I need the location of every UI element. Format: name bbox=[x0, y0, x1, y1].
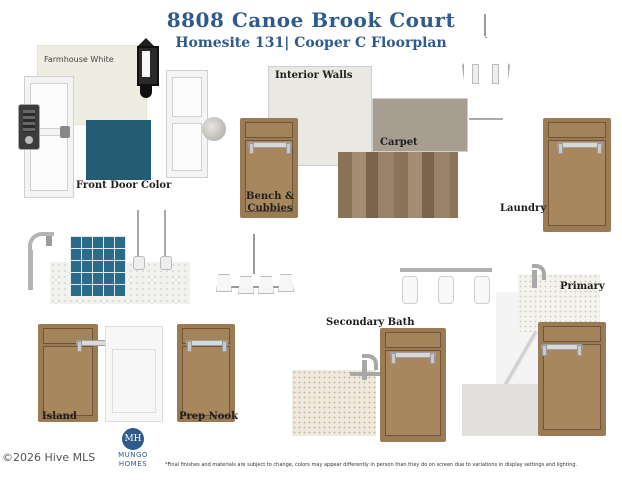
kitchen-pendant-light-icon bbox=[160, 210, 172, 270]
mungo-homes-logo: MH MUNGO HOMES bbox=[114, 428, 152, 472]
cabinet-pull-icon bbox=[186, 340, 228, 352]
mls-watermark: ©2026 Hive MLS bbox=[2, 451, 96, 464]
carpet-label: Carpet bbox=[380, 137, 418, 148]
kitchen-pendant-light-icon bbox=[133, 210, 145, 270]
bench-cubbies-label: Bench & Cubbies bbox=[246, 191, 294, 214]
interior-door-image bbox=[166, 70, 208, 178]
front-door-color-label: Front Door Color bbox=[76, 180, 172, 191]
cabinet-pull-icon bbox=[541, 344, 583, 356]
primary-bath-cabinet bbox=[538, 322, 606, 436]
prep-nook-cabinet bbox=[177, 324, 235, 422]
farmhouse-white-label: Farmhouse White bbox=[44, 55, 114, 64]
outdoor-lantern-icon bbox=[134, 38, 159, 100]
laundry-label: Laundry bbox=[500, 203, 547, 214]
island-label: Island bbox=[42, 411, 77, 422]
cabinet-pull-icon bbox=[557, 142, 603, 154]
logo-line2: HOMES bbox=[118, 460, 148, 468]
pendant-chandelier-icon bbox=[456, 14, 514, 120]
white-cabinet bbox=[105, 326, 163, 422]
secondary-bath-countertop-swatch bbox=[292, 370, 376, 436]
cabinet-pull-icon bbox=[248, 142, 292, 154]
wood-flooring-swatch bbox=[338, 152, 458, 218]
door-knob-icon bbox=[202, 117, 226, 141]
primary-bath-tile-swatch bbox=[462, 384, 538, 436]
laundry-cabinet bbox=[543, 118, 611, 232]
disclaimer-footnote: *Final finishes and materials are subjec… bbox=[165, 462, 578, 468]
page-title: 8808 Canoe Brook Court bbox=[166, 8, 456, 32]
prep-nook-label: Prep Nook bbox=[179, 411, 239, 422]
door-handle-icon bbox=[60, 126, 70, 138]
page-subtitle: Homesite 131| Cooper C Floorplan bbox=[175, 35, 447, 51]
vanity-light-bar-icon bbox=[400, 268, 492, 308]
secondary-bath-cabinet bbox=[380, 328, 446, 442]
dining-chandelier-icon bbox=[216, 234, 294, 312]
cabinet-pull-icon bbox=[390, 352, 436, 364]
secondary-bath-label: Secondary Bath bbox=[326, 317, 415, 328]
primary-label: Primary bbox=[560, 281, 605, 292]
bath-faucet-icon bbox=[524, 262, 550, 290]
keypad-lock-icon bbox=[18, 104, 40, 150]
tile-backsplash-swatch bbox=[70, 236, 126, 296]
interior-walls-label: Interior Walls bbox=[275, 70, 353, 81]
carpet-swatch bbox=[372, 98, 468, 152]
bath-faucet-icon bbox=[350, 352, 382, 382]
kitchen-faucet-icon bbox=[24, 228, 60, 292]
logo-line1: MUNGO bbox=[118, 451, 148, 459]
logo-monogram: MH bbox=[122, 428, 144, 450]
front-door-color-swatch bbox=[86, 120, 151, 180]
island-cabinet bbox=[38, 324, 98, 422]
